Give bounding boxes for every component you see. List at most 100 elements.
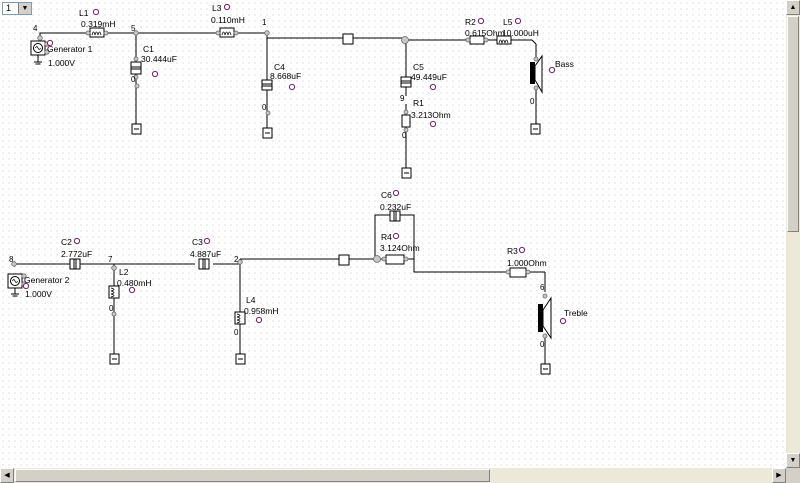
node-2-pin[interactable] bbox=[237, 259, 243, 265]
R4-name: R4 bbox=[381, 232, 392, 242]
capacitor-C5[interactable] bbox=[400, 76, 412, 88]
scroll-down-button[interactable]: ▼ bbox=[786, 453, 800, 468]
node-5-pin[interactable] bbox=[133, 30, 139, 36]
resistor-R2[interactable] bbox=[465, 35, 489, 45]
C1-ground-pin bbox=[134, 83, 140, 89]
generator-2-property-marker[interactable] bbox=[22, 282, 30, 290]
junction-bottom[interactable] bbox=[373, 255, 381, 263]
generator-1-property-marker[interactable] bbox=[46, 39, 54, 47]
resistor-R1[interactable] bbox=[401, 109, 411, 133]
generator-1-name: Generator 1 bbox=[47, 44, 93, 54]
vertical-scrollbar[interactable]: ▲ ▼ bbox=[786, 0, 800, 468]
ground-symbols-top bbox=[131, 123, 541, 179]
generator-2-value: 1.000V bbox=[25, 289, 52, 299]
horizontal-scrollbar[interactable]: ◀ ▶ bbox=[0, 468, 786, 483]
node-1-pin[interactable] bbox=[264, 30, 270, 36]
R3-property-marker[interactable] bbox=[518, 246, 526, 254]
C5-property-marker[interactable] bbox=[429, 83, 437, 91]
inductor-L2[interactable] bbox=[108, 285, 120, 299]
L3-property-marker[interactable] bbox=[223, 3, 231, 11]
capacitor-C6[interactable] bbox=[389, 210, 401, 222]
L4-property-marker[interactable] bbox=[255, 316, 263, 324]
resistor-R4[interactable] bbox=[381, 254, 409, 265]
node-9-label: 9 bbox=[400, 94, 405, 103]
inductor-L1[interactable] bbox=[85, 27, 109, 38]
generator-2-name: Generator 2 bbox=[24, 275, 70, 285]
C6-property-marker[interactable] bbox=[392, 189, 400, 197]
C5-name: C5 bbox=[413, 62, 424, 72]
R1-value: 3.213Ohm bbox=[411, 110, 451, 120]
C1-ground-node: 0 bbox=[131, 75, 136, 84]
C4-ground-pin bbox=[265, 110, 271, 116]
L2-ground-pin bbox=[111, 311, 117, 317]
R3-name: R3 bbox=[507, 246, 518, 256]
C2-name: C2 bbox=[61, 237, 72, 247]
C3-name: C3 bbox=[192, 237, 203, 247]
C3-property-marker[interactable] bbox=[203, 237, 211, 245]
node-8-label: 8 bbox=[9, 255, 14, 264]
R2-name: R2 bbox=[465, 17, 476, 27]
treble-ground-node: 0 bbox=[540, 340, 545, 349]
ground-symbols-bottom bbox=[109, 353, 551, 375]
top-wires bbox=[39, 32, 537, 168]
scroll-up-button[interactable]: ▲ bbox=[786, 0, 800, 15]
scrollbar-corner bbox=[786, 468, 800, 483]
schematic-canvas[interactable]: Generator 1 1.000V 4 5 1 9 L1 0.319mH L3… bbox=[0, 0, 786, 468]
capacitor-C1[interactable] bbox=[130, 56, 142, 80]
R2-property-marker[interactable] bbox=[477, 17, 485, 25]
L1-property-marker[interactable] bbox=[92, 8, 100, 16]
R4-property-marker[interactable] bbox=[392, 232, 400, 240]
L2-name: L2 bbox=[119, 267, 129, 277]
speaker-bass-name: Bass bbox=[555, 59, 574, 69]
C4-name: C4 bbox=[274, 62, 285, 72]
inductor-L3[interactable] bbox=[215, 27, 239, 38]
scroll-left-button[interactable]: ◀ bbox=[0, 468, 14, 483]
node-4-pin[interactable] bbox=[37, 35, 43, 41]
scroll-right-button[interactable]: ▶ bbox=[772, 468, 786, 483]
R1-ground-node: 0 bbox=[402, 131, 407, 140]
resistor-R3[interactable] bbox=[505, 267, 531, 278]
R1-property-marker[interactable] bbox=[429, 120, 437, 128]
page-select-dropdown[interactable]: 1 ▼ bbox=[2, 2, 32, 15]
speaker-treble-property-marker[interactable] bbox=[559, 317, 567, 325]
node-7-pin[interactable] bbox=[111, 265, 117, 271]
C2-property-marker[interactable] bbox=[73, 237, 81, 245]
capacitor-C2[interactable] bbox=[69, 258, 81, 270]
node-7-label: 7 bbox=[108, 255, 113, 264]
C1-property-marker[interactable] bbox=[151, 70, 159, 78]
speaker-treble-symbol[interactable] bbox=[538, 293, 552, 340]
bass-ground-node: 0 bbox=[530, 97, 535, 106]
bottom-connector-box[interactable] bbox=[338, 254, 350, 266]
C1-name: C1 bbox=[143, 44, 154, 54]
junction-top[interactable] bbox=[401, 36, 409, 44]
inductor-L5[interactable] bbox=[496, 35, 512, 45]
top-connector-box[interactable] bbox=[342, 33, 354, 45]
R2-value: 0.615Ohm bbox=[465, 28, 505, 38]
C2-value: 2.772uF bbox=[61, 249, 92, 259]
node-1-label: 1 bbox=[262, 18, 267, 27]
L4-ground-node: 0 bbox=[234, 328, 239, 337]
L4-value: 0.958mH bbox=[244, 306, 279, 316]
L3-name: L3 bbox=[212, 3, 222, 13]
dropdown-arrow-icon[interactable]: ▼ bbox=[18, 3, 31, 14]
capacitor-C4[interactable] bbox=[261, 79, 273, 91]
C4-property-marker[interactable] bbox=[288, 83, 296, 91]
speaker-treble-name: Treble bbox=[564, 308, 588, 318]
horizontal-scroll-thumb[interactable] bbox=[15, 469, 490, 482]
L2-ground-node: 0 bbox=[109, 304, 114, 313]
L2-property-marker[interactable] bbox=[128, 286, 136, 294]
node-5-label: 5 bbox=[131, 24, 136, 33]
vertical-scroll-thumb[interactable] bbox=[787, 16, 799, 232]
C5-value: 49.449uF bbox=[411, 72, 447, 82]
speaker-bass-symbol[interactable] bbox=[530, 54, 543, 94]
speaker-bass-property-marker[interactable] bbox=[548, 66, 556, 74]
node-8-pin[interactable] bbox=[11, 261, 17, 267]
L5-property-marker[interactable] bbox=[514, 17, 522, 25]
inductor-L4[interactable] bbox=[234, 311, 246, 325]
L5-value: 10.000uH bbox=[502, 28, 539, 38]
capacitor-C3[interactable] bbox=[198, 258, 210, 270]
bottom-wires bbox=[14, 214, 546, 366]
L3-value: 0.110mH bbox=[211, 15, 245, 25]
circuit-diagram: Generator 1 1.000V 4 5 1 9 L1 0.319mH L3… bbox=[7, 3, 588, 375]
C4-ground-node: 0 bbox=[262, 103, 267, 112]
